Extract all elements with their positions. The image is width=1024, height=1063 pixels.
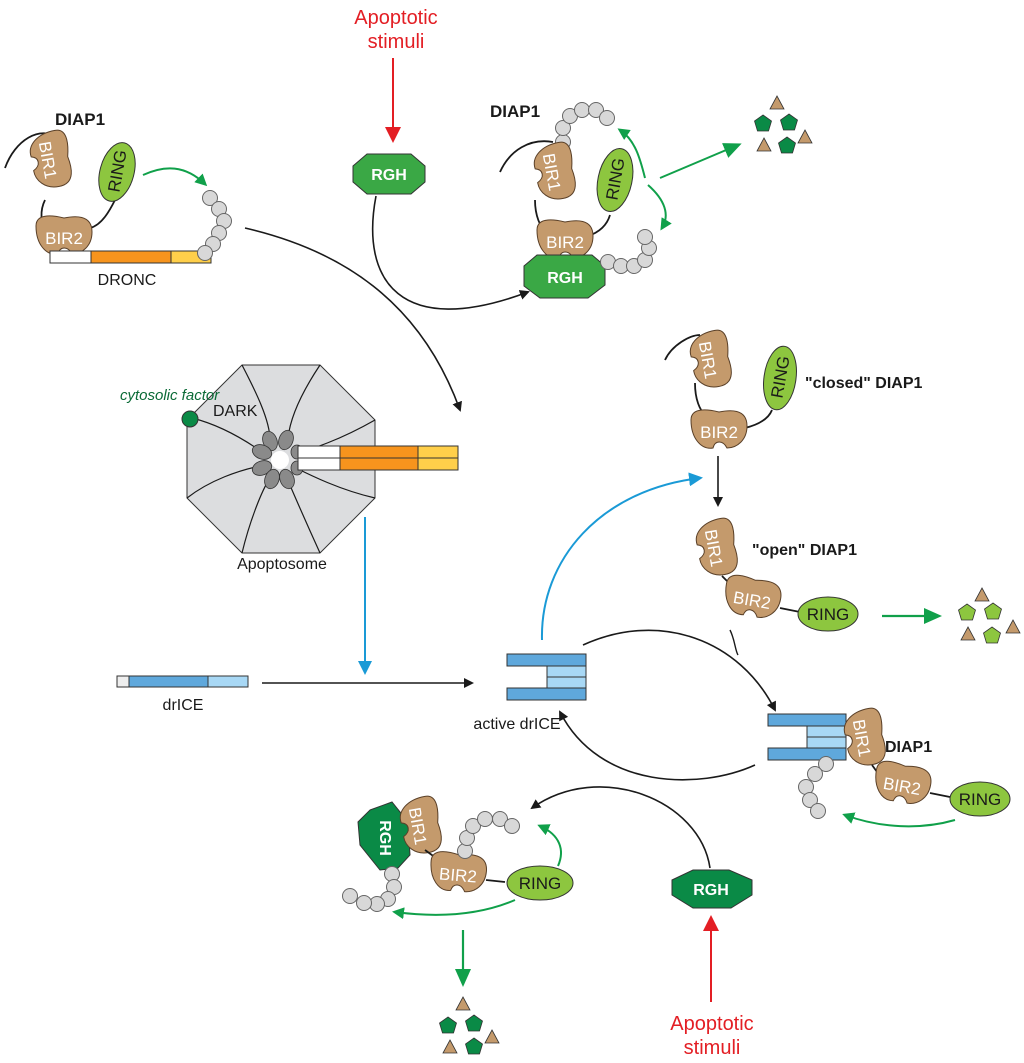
- bir1-domain: BIR1: [686, 328, 736, 391]
- ring-domain: RING: [949, 781, 1011, 817]
- open-diap1: BIR1 BIR2 RING "open" DIAP1: [692, 516, 1021, 644]
- svg-text:RGH: RGH: [376, 820, 393, 856]
- stimuli-top-line2: stimuli: [368, 31, 425, 53]
- apoptotic-stimuli-bottom: Apoptotic stimuli: [670, 915, 754, 1059]
- svg-text:RING: RING: [519, 874, 562, 893]
- diap1-rgh-complex: DIAP1 BIR1 RING BIR2 RGH: [490, 95, 813, 299]
- diap1-label-right: DIAP1: [885, 739, 932, 756]
- active-drice-label: active drICE: [473, 716, 560, 733]
- arrow-complex-to-active-drice: [559, 710, 756, 781]
- bir1-domain: BIR1: [530, 140, 580, 203]
- stimuli-bottom-line1: Apoptotic: [670, 1013, 753, 1035]
- rgh-diap1-complex-bottom: RGH BIR1 BIR2 RING: [342, 794, 574, 1055]
- bir1-domain: BIR1: [692, 516, 742, 579]
- apoptosome-label: Apoptosome: [237, 556, 327, 573]
- arrow-rgh-to-bottom-complex: [530, 786, 711, 869]
- rgh-bound: RGH: [523, 254, 606, 299]
- bir1-domain: BIR1: [396, 794, 446, 857]
- degradation-products-bottom: [439, 996, 500, 1055]
- closed-diap1: BIR1 RING BIR2 "closed" DIAP1: [664, 328, 923, 449]
- rgh-top-label: RGH: [371, 167, 407, 184]
- drice-diap1-complex: BIR1 BIR2 RING DIAP1: [767, 706, 1011, 828]
- svg-text:RGH: RGH: [547, 270, 583, 287]
- bir2-domain: BIR2: [536, 219, 594, 259]
- ring-domain: RING: [596, 148, 634, 212]
- ubiquitination-arrow: [142, 167, 208, 187]
- dronc-bar: [49, 250, 212, 264]
- drice-label: drICE: [163, 697, 204, 714]
- cytosolic-factor-label: cytosolic factor: [120, 387, 220, 404]
- blue-arrow-to-closed-diap1: [540, 472, 703, 641]
- diap1-dronc-complex: DIAP1 BIR1 RING BIR2 DRONC: [4, 110, 232, 289]
- ubiquitin-chain-right: [798, 756, 834, 819]
- ubiquitin-chain-rgh: [342, 866, 402, 912]
- ring-domain: RING: [763, 345, 797, 411]
- rgh-bottom-label: RGH: [693, 882, 729, 899]
- dark-label: DARK: [213, 403, 258, 420]
- stimuli-top-line1: Apoptotic: [354, 7, 437, 29]
- svg-text:BIR2: BIR2: [438, 864, 477, 886]
- bir2-domain: BIR2: [35, 215, 93, 255]
- apoptotic-stimuli-top: Apoptotic stimuli: [354, 7, 438, 143]
- open-diap1-label: "open" DIAP1: [752, 542, 857, 559]
- ubiquitination-arrow-bir2: [537, 824, 562, 867]
- bir2-domain: BIR2: [690, 409, 748, 449]
- ubiquitination-arrow-rgh: [392, 899, 516, 920]
- diap1-label-topcenter: DIAP1: [490, 102, 540, 121]
- svg-text:RING: RING: [959, 790, 1002, 809]
- ubiquitin-chain-bir2: [457, 811, 520, 859]
- dronc-dimer-bars: [297, 445, 459, 471]
- ubiquitin-chain-bottom: [600, 229, 657, 274]
- bir2-domain: BIR2: [428, 850, 489, 895]
- bir2-domain: BIR2: [871, 758, 934, 808]
- ubiquitination-arrow-up: [617, 128, 646, 179]
- active-drice: active drICE: [473, 653, 587, 733]
- degradation-arrow-top: [659, 143, 742, 179]
- drice-zymogen: drICE: [116, 675, 249, 714]
- stimuli-bottom-line2: stimuli: [684, 1037, 741, 1059]
- apoptosome: cytosolic factor DARK Apoptosome: [120, 364, 459, 573]
- ubiquitination-arrow-down: [647, 184, 672, 231]
- bir2-domain: BIR2: [721, 572, 784, 622]
- dronc-label: DRONC: [98, 272, 157, 289]
- rgh-top: RGH: [352, 153, 426, 195]
- diap1-label-topleft: DIAP1: [55, 110, 105, 129]
- closed-diap1-label: "closed" DIAP1: [805, 375, 923, 392]
- ring-domain: RING: [797, 596, 859, 632]
- arrow-dronc-to-apoptosome: [244, 227, 462, 412]
- ring-domain: RING: [98, 142, 136, 202]
- bir1-domain: BIR1: [840, 706, 890, 769]
- ubiquitination-arrow-right: [842, 812, 956, 828]
- rgh-bottom: RGH: [671, 869, 753, 909]
- svg-text:BIR2: BIR2: [546, 233, 584, 252]
- svg-text:BIR2: BIR2: [45, 229, 83, 248]
- svg-text:BIR2: BIR2: [700, 423, 738, 442]
- svg-text:RING: RING: [807, 605, 850, 624]
- rgh-bound-dark: RGH: [357, 801, 411, 871]
- arrow-rgh-to-complex: [371, 195, 530, 310]
- ubiquitin-chain-dronc: [197, 190, 232, 261]
- arrow-drice-to-complex: [582, 629, 776, 712]
- ring-domain: RING: [506, 865, 574, 901]
- degradation-products-top: [754, 95, 813, 154]
- bir1-domain: BIR1: [26, 128, 76, 191]
- degradation-products-right: [958, 587, 1021, 644]
- cytosolic-factor-dot: [181, 410, 199, 428]
